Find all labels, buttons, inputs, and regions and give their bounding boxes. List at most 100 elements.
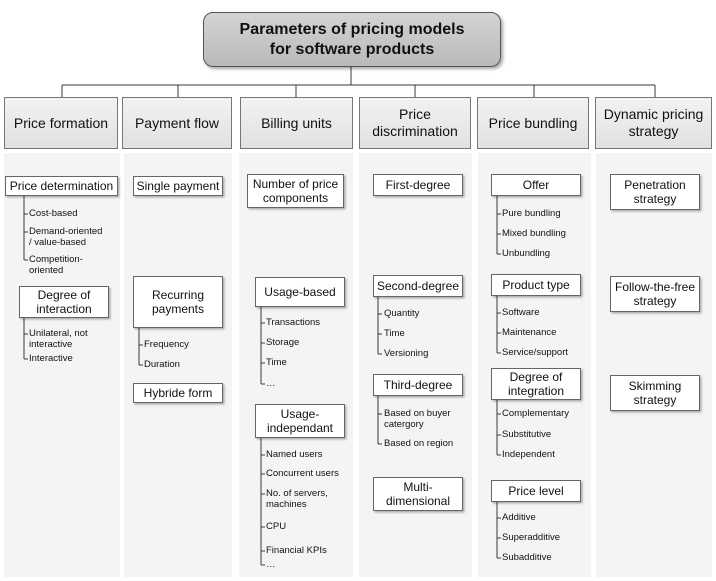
box-multi-dimensional-line: dimensional xyxy=(385,494,451,508)
leaf-item: Time xyxy=(384,328,405,339)
box-price-level-line: Price level xyxy=(508,484,564,498)
box-first-degree-line: First-degree xyxy=(385,178,451,192)
leaf-item: Interactive xyxy=(29,353,73,364)
leaf-item: No. of servers, xyxy=(266,488,328,499)
column-background-price-formation xyxy=(4,153,120,577)
leaf-item: Unilateral, not xyxy=(29,328,88,339)
leaf-item: Frequency xyxy=(144,339,189,350)
leaf-item: Maintenance xyxy=(502,327,557,338)
box-degree-of-interaction-line: interaction xyxy=(36,302,92,316)
box-skimming-strategy-line: strategy xyxy=(633,393,677,407)
box-recurring-payments-line: Recurring xyxy=(151,288,205,302)
leaf-item: … xyxy=(266,559,276,570)
leaf-item: catergory xyxy=(384,419,424,430)
leaf-item: Unbundling xyxy=(502,248,551,259)
box-first-degree: First-degree xyxy=(373,174,463,196)
column-background-dynamic-pricing xyxy=(596,153,712,577)
box-follow-the-free-strategy-line: Follow-the-free xyxy=(614,280,696,294)
header-billing-units-line: Billing units xyxy=(261,114,332,131)
header-billing-units: Billing units xyxy=(240,97,353,149)
leaf-item: CPU xyxy=(266,521,287,532)
leaf-item: Quantity xyxy=(384,308,420,319)
box-usage-based-line: Usage-based xyxy=(264,285,336,299)
leaf-item: Concurrent users xyxy=(266,468,339,479)
leaf-item: interactive xyxy=(29,339,73,350)
leaf-item: Complementary xyxy=(502,408,570,419)
leaf-item: Versioning xyxy=(384,348,429,359)
leaf-item: Pure bundling xyxy=(502,208,561,219)
leaf-item: Superadditive xyxy=(502,532,561,543)
leaf-item: … xyxy=(266,378,276,389)
box-recurring-payments-line: payments xyxy=(151,302,205,316)
leaf-item: Based on buyer xyxy=(384,408,451,419)
title-line-1: Parameters of pricing models xyxy=(239,20,465,38)
box-usage-independant-line: independant xyxy=(266,421,334,435)
leaf-item: Subadditive xyxy=(502,552,552,563)
box-skimming-strategy-line: Skimming xyxy=(628,379,682,393)
leaf-item: Cost-based xyxy=(29,208,78,219)
leaf-item: oriented xyxy=(29,265,64,276)
box-follow-the-free-strategy-line: strategy xyxy=(633,294,677,308)
box-multi-dimensional-line: Multi- xyxy=(403,480,433,494)
title-line-2: for software products xyxy=(269,40,435,58)
leaf-item: Independent xyxy=(502,449,555,460)
header-price-formation-line: Price formation xyxy=(13,114,109,131)
leaf-item: Software xyxy=(502,307,540,318)
box-usage-based: Usage-based xyxy=(255,277,345,307)
box-product-type: Product type xyxy=(491,274,581,296)
leaf-item: Time xyxy=(266,357,287,368)
header-dynamic-pricing-line: Dynamic pricing xyxy=(603,106,704,122)
leaf-item: Transactions xyxy=(266,317,321,328)
leaf-item: Additive xyxy=(502,512,536,523)
box-penetration-strategy-line: Penetration xyxy=(624,178,686,192)
box-second-degree: Second-degree xyxy=(373,275,463,297)
box-third-degree: Third-degree xyxy=(373,374,463,396)
leaf-item: Storage xyxy=(266,337,300,348)
box-price-determination: Price determination xyxy=(5,176,118,196)
diagram-title: Parameters of pricing models for softwar… xyxy=(203,12,501,67)
leaf-item: Based on region xyxy=(384,438,454,449)
leaf-item: / value-based xyxy=(29,237,87,248)
box-degree-of-interaction-line: Degree of xyxy=(37,288,91,302)
header-payment-flow-line: Payment flow xyxy=(134,114,220,131)
box-degree-of-integration-line: Degree of xyxy=(509,370,563,384)
leaf-item: Named users xyxy=(266,449,323,460)
header-price-bundling: Price bundling xyxy=(477,97,589,149)
box-penetration-strategy-line: strategy xyxy=(633,192,677,206)
box-offer-line: Offer xyxy=(522,178,550,192)
box-single-payment: Single payment xyxy=(133,176,223,196)
box-multi-dimensional: Multi-dimensional xyxy=(373,477,463,511)
leaf-item: Demand-oriented xyxy=(29,226,103,237)
header-price-discrimination-line: discrimination xyxy=(372,123,458,139)
leaf-item: Substitutive xyxy=(502,429,552,440)
leaf-item: Financial KPIs xyxy=(266,545,327,556)
header-price-bundling-line: Price bundling xyxy=(488,114,578,131)
box-product-type-line: Product type xyxy=(502,278,570,292)
leaf-item: Mixed bundling xyxy=(502,228,566,239)
box-offer: Offer xyxy=(491,174,581,196)
box-hybride-form: Hybride form xyxy=(133,383,223,403)
box-second-degree-line: Second-degree xyxy=(376,279,460,293)
header-dynamic-pricing-line: strategy xyxy=(628,123,679,139)
header-price-discrimination-line: Price xyxy=(399,106,431,122)
leaf-item: Duration xyxy=(144,359,180,370)
box-price-determination-line: Price determination xyxy=(9,179,114,193)
leaf-item: Service/support xyxy=(502,347,569,358)
box-usage-independant-line: Usage- xyxy=(280,407,320,421)
box-single-payment-line: Single payment xyxy=(136,179,220,193)
header-payment-flow: Payment flow xyxy=(122,97,232,149)
box-hybride-form-line: Hybride form xyxy=(143,386,213,400)
box-price-level: Price level xyxy=(491,480,581,502)
box-usage-independant: Usage-independant xyxy=(255,404,345,438)
column-background-billing-units xyxy=(239,153,353,577)
box-third-degree-line: Third-degree xyxy=(383,378,453,392)
leaf-item: Competition- xyxy=(29,254,83,265)
